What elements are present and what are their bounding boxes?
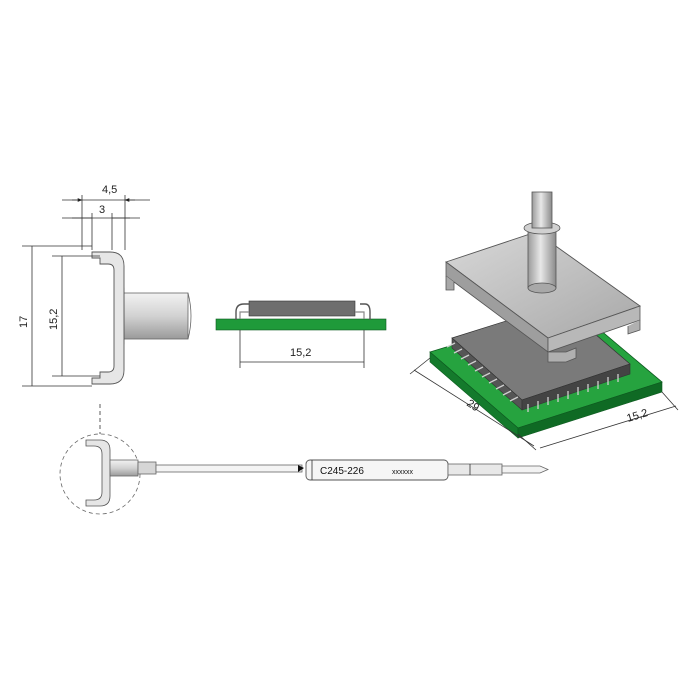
- dim-label-15-2: 15,2: [48, 309, 60, 330]
- front-nozzle-profile: [91, 251, 125, 385]
- tip-neck: [109, 459, 139, 477]
- iso-nozzle-lip-front: [547, 347, 577, 363]
- tip-nozzle-profile: [85, 439, 111, 507]
- iso-chip-leads: [446, 342, 619, 412]
- tip-collar: [137, 461, 157, 475]
- iso-nozzle-lip-right: [627, 320, 641, 335]
- front-shaft-end: [187, 292, 192, 340]
- tip-connector: [447, 463, 503, 476]
- side-view: 15,2: [215, 300, 387, 368]
- dim-label-4-5: 4,5: [102, 184, 117, 196]
- iso-shaft-top: [531, 191, 553, 229]
- dim-label-3: 3: [99, 204, 105, 216]
- front-shaft: [121, 292, 189, 340]
- tip-shaft: [155, 464, 303, 473]
- tip-arrow-mark: [298, 465, 304, 472]
- iso-dim-line-29: [413, 369, 535, 447]
- side-pcb: [215, 318, 387, 331]
- iso-nozzle-lip-left: [445, 276, 455, 291]
- iso-dim-label-29: 29: [464, 397, 481, 414]
- dim-label-17: 17: [18, 316, 30, 328]
- side-chip: [248, 300, 356, 317]
- tip-serial-label: xxxxxx: [392, 469, 414, 476]
- front-view: 4,5 3 17 15,2: [18, 184, 192, 387]
- iso-dim-label-15-2: 15,2: [625, 407, 649, 425]
- side-leads: [239, 311, 365, 319]
- iso-view: 29 15,2: [409, 191, 679, 451]
- full-tip: C245-226 xxxxxx: [59, 404, 549, 515]
- side-nozzle: [235, 303, 371, 320]
- tip-model-label: C245-226: [320, 466, 364, 477]
- tip-pin: [501, 465, 549, 474]
- iso-shaft-body: [527, 227, 557, 289]
- side-dim-label: 15,2: [290, 347, 311, 359]
- iso-dim-line-15-2: [539, 405, 677, 449]
